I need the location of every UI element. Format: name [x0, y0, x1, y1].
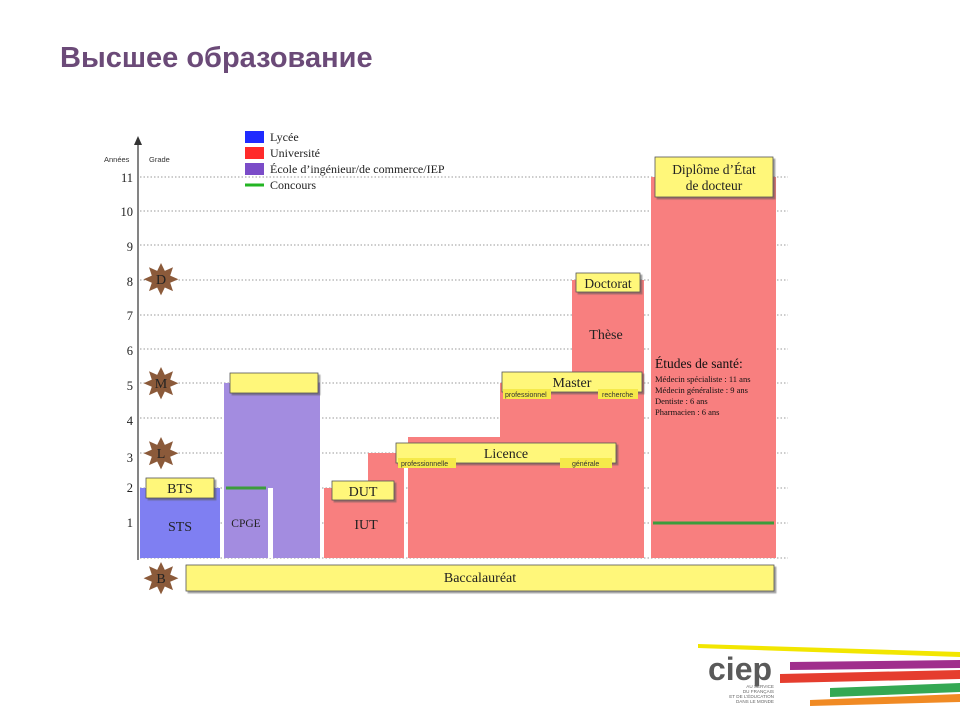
year-tick: 9 — [127, 240, 133, 254]
seal-l-label: L — [157, 447, 166, 462]
cpge-label: CPGE — [231, 518, 260, 530]
dut-scroll: DUT — [331, 480, 395, 501]
doctorat-scroll: Doctorat — [575, 272, 641, 293]
cpge-ecole-gap — [268, 488, 273, 558]
ciep-logo-tagline: AU SERVICE DU FRANÇAIS ET DE L’ÉDUCATION… — [729, 684, 774, 704]
these-label: Thèse — [589, 328, 622, 343]
master-scroll-label: Master — [553, 376, 592, 391]
master-tags: professionnel recherche — [503, 389, 638, 399]
legend-label-concours: Concours — [270, 178, 316, 192]
licence-tags: professionnelle générale — [398, 458, 612, 468]
sante-block — [651, 177, 776, 558]
licence-pro-tag: professionnelle — [401, 461, 448, 468]
bts-scroll-label: BTS — [167, 482, 193, 497]
years-axis-label: Années — [104, 155, 130, 164]
sante-line: Médecin généraliste : 9 ans — [655, 385, 748, 395]
sante-title: Études de santé: — [655, 356, 743, 371]
seal-b-icon: B — [143, 562, 179, 595]
year-tick: 7 — [127, 309, 133, 323]
sts-block — [140, 488, 220, 558]
grade-seals: D M L B — [143, 263, 179, 595]
year-tick: 2 — [127, 481, 133, 495]
ciep-logo: ciep AU SERVICE DU FRANÇAIS ET DE L’ÉDUC… — [698, 644, 960, 706]
master-rech-tag: recherche — [602, 392, 633, 399]
legend: Lycée Université École d’ingénieur/de co… — [245, 130, 445, 192]
svg-text:DANS LE MONDE: DANS LE MONDE — [736, 699, 774, 704]
seal-m-label: M — [155, 377, 168, 392]
seal-d-label: D — [156, 273, 166, 288]
grande-ecole-scroll — [229, 372, 319, 394]
year-tick: 10 — [121, 205, 134, 219]
legend-swatch-lycee — [245, 131, 264, 143]
year-tick: 6 — [127, 344, 133, 358]
svg-text:DU FRANÇAIS: DU FRANÇAIS — [743, 689, 774, 694]
year-tick: 5 — [127, 379, 133, 393]
legend-label-lycee: Lycée — [270, 130, 299, 144]
y-axis-arrow — [134, 136, 142, 145]
seal-l-icon: L — [143, 437, 179, 470]
dut-scroll-label: DUT — [349, 485, 378, 500]
master-scroll: Master — [501, 371, 643, 393]
year-tick: 8 — [127, 275, 133, 289]
legend-label-ecole: École d’ingénieur/de commerce/IEP — [270, 162, 445, 176]
legend-swatch-universite — [245, 147, 264, 159]
seal-b-label: B — [156, 572, 165, 587]
diplome-scroll-line2: de docteur — [686, 178, 743, 193]
licence-step-block — [368, 453, 404, 558]
diplome-scroll: Diplôme d’État de docteur — [654, 156, 774, 198]
year-tick: 11 — [121, 171, 133, 185]
year-tick: 3 — [127, 451, 133, 465]
page-title: Высшее образование — [60, 42, 373, 74]
ciep-logo-stripes — [698, 644, 960, 706]
sts-label: STS — [168, 520, 192, 535]
sante-line: Dentiste : 6 ans — [655, 396, 708, 406]
ciep-logo-name: ciep — [708, 651, 772, 687]
sante-line: Médecin spécialiste : 11 ans — [655, 374, 751, 384]
bts-scroll: BTS — [145, 477, 215, 499]
legend-label-universite: Université — [270, 146, 320, 160]
legend-swatch-ecole — [245, 163, 264, 175]
doctorat-scroll-label: Doctorat — [584, 276, 631, 291]
licence-scroll-label: Licence — [484, 447, 528, 462]
bac-scroll-label: Baccalauréat — [444, 571, 516, 586]
master-pro-tag: professionnel — [505, 392, 547, 399]
sante-text: Études de santé: Médecin spécialiste : 1… — [655, 356, 751, 417]
year-tick: 1 — [127, 516, 133, 530]
diplome-scroll-line1: Diplôme d’État — [672, 162, 756, 177]
doctorat-block — [572, 280, 644, 558]
svg-text:AU SERVICE: AU SERVICE — [746, 684, 774, 689]
bac-scroll: Baccalauréat — [185, 564, 775, 592]
seal-m-icon: M — [143, 367, 179, 400]
sante-line: Pharmacien : 6 ans — [655, 407, 719, 417]
grade-axis-label: Grade — [149, 155, 170, 164]
licence-gen-tag: générale — [572, 461, 599, 468]
seal-d-icon: D — [143, 263, 179, 296]
svg-text:ET DE L’ÉDUCATION: ET DE L’ÉDUCATION — [729, 693, 774, 699]
year-tick: 4 — [127, 414, 134, 428]
iut-label: IUT — [354, 518, 378, 533]
year-tick-labels: 1 2 3 4 5 6 7 8 9 10 11 — [121, 171, 134, 530]
